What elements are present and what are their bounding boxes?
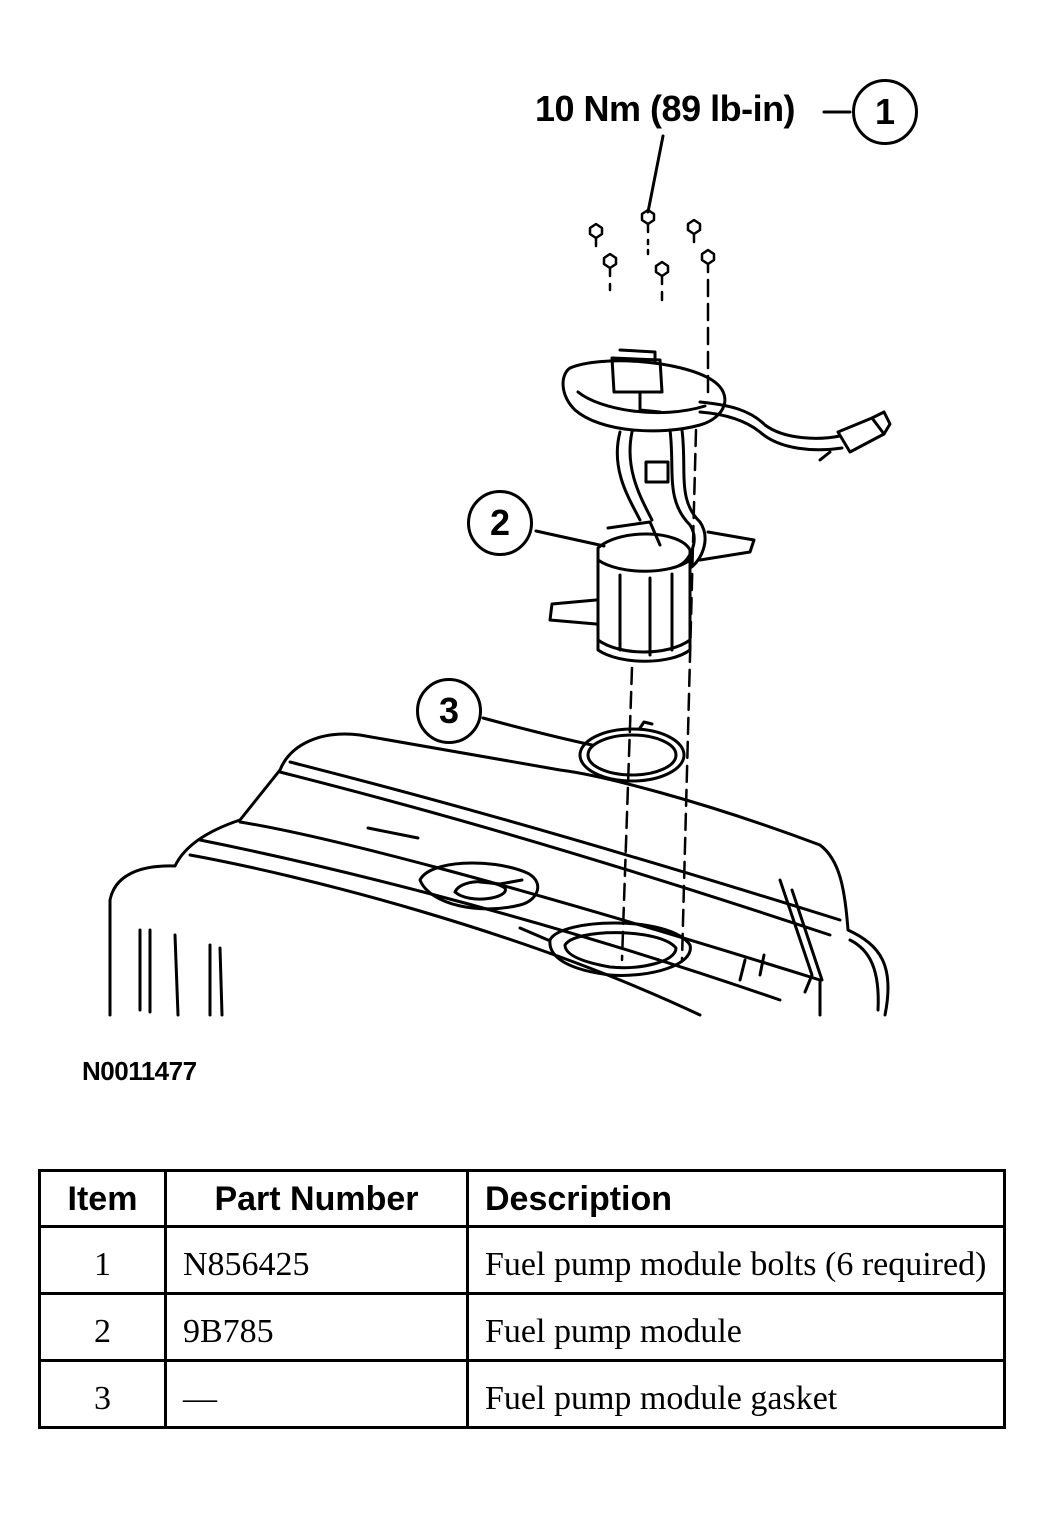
bolts	[588, 208, 716, 302]
fuel-pump-module-exploded-diagram	[108, 110, 892, 1017]
torque-spec-label: 10 Nm (89 lb-in)	[535, 88, 796, 129]
gasket	[578, 720, 686, 783]
table-row: 1 N856425 Fuel pump module bolts (6 requ…	[38, 1225, 1006, 1295]
leader-lines	[481, 110, 852, 747]
row-part-number: —	[164, 1359, 469, 1429]
pump-reservoir	[548, 520, 756, 663]
pump-module-tubes	[615, 428, 707, 570]
row-item: 1	[38, 1225, 167, 1295]
row-item: 3	[38, 1359, 167, 1429]
table-row: 2 9B785 Fuel pump module	[38, 1292, 1006, 1362]
callout-3: 3	[416, 678, 482, 744]
table-row: 3 — Fuel pump module gasket	[38, 1359, 1006, 1429]
row-description: Fuel pump module bolts (6 required)	[466, 1225, 1006, 1295]
callout-2: 2	[467, 490, 533, 556]
parts-table-header: Item Part Number Description	[38, 1169, 1006, 1228]
header-part-number: Part Number	[164, 1169, 469, 1228]
header-item: Item	[38, 1169, 167, 1228]
figure-id: N0011477	[82, 1056, 197, 1086]
row-part-number: 9B785	[164, 1292, 469, 1362]
row-part-number: N856425	[164, 1225, 469, 1295]
row-description: Fuel pump module	[466, 1292, 1006, 1362]
row-description: Fuel pump module gasket	[466, 1359, 1006, 1429]
pump-module-flange	[561, 348, 892, 462]
fuel-tank	[108, 732, 890, 1017]
callout-1: 1	[852, 79, 918, 145]
parts-table: Item Part Number Description 1 N856425 F…	[38, 1169, 1006, 1429]
row-item: 2	[38, 1292, 167, 1362]
header-description: Description	[466, 1169, 1006, 1228]
